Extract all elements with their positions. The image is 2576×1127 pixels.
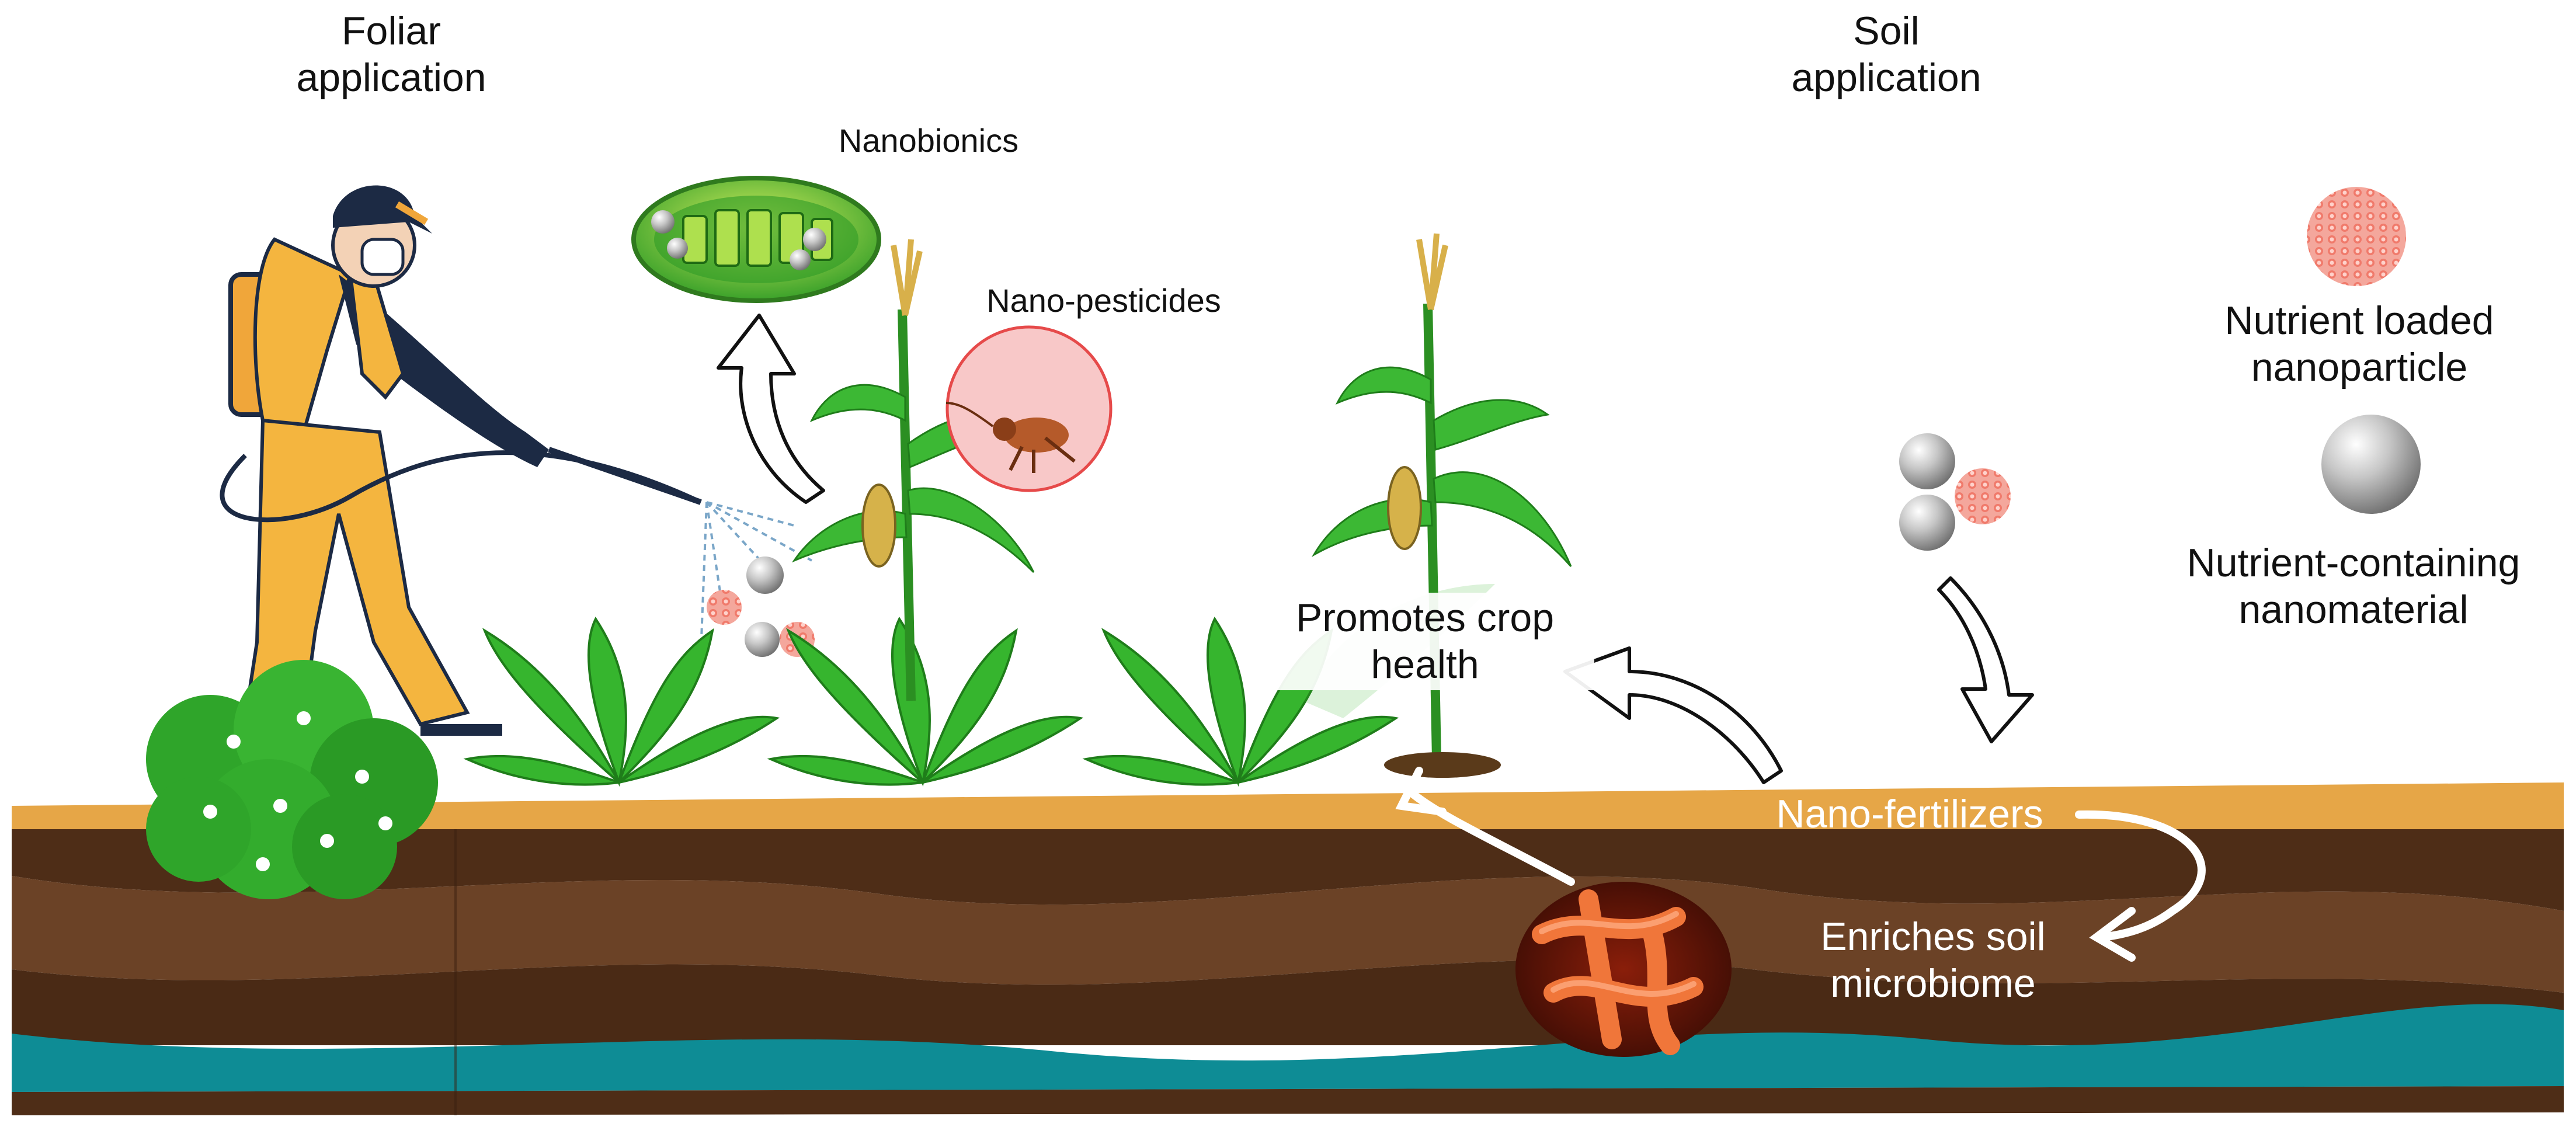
promotes-crop-health-label: Promotes crop health	[1256, 593, 1594, 691]
soil-layer-1	[12, 829, 2564, 911]
nano-pesticides-label: Nano-pesticides	[986, 282, 1221, 319]
soil-title-line1: Soil	[1853, 9, 1920, 53]
arrow-icon	[1937, 576, 2034, 743]
corn-plant-icon	[1311, 233, 1572, 778]
arrow-icon	[717, 314, 825, 504]
soil-layer-3	[12, 959, 2564, 1045]
arrow-icon	[1563, 646, 1783, 784]
nanomaterial-sphere-icon	[2321, 415, 2421, 514]
legend-nutrient-containing-line2: nanomaterial	[2238, 587, 2469, 632]
enriches-soil-microbiome-label: Enriches soil microbiome	[1775, 914, 2091, 1007]
nanoparticle-icon	[2307, 187, 2406, 286]
soil-title: Soil application	[1746, 8, 2026, 101]
foliar-title-line2: application	[296, 55, 486, 100]
fern-plant-icon	[463, 617, 780, 787]
arrow-icon	[2075, 810, 2206, 962]
farmer-sprayer-icon	[220, 185, 702, 736]
promotes-line1: Promotes crop	[1295, 596, 1555, 640]
bush-icon	[146, 660, 438, 899]
nanomaterial-sphere-icon	[745, 622, 780, 657]
nanomaterial-sphere-icon	[746, 556, 784, 594]
fern-plant-icon	[1082, 617, 1399, 787]
nano-fertilizers-label: Nano-fertilizers	[1776, 792, 2043, 836]
legend-nutrient-loaded-line1: Nutrient loaded	[2224, 298, 2494, 343]
cricket-insect-icon	[945, 325, 1113, 492]
chloroplast-icon	[631, 176, 881, 303]
topsoil-surface	[12, 782, 2564, 829]
nanobionics-label: Nanobionics	[838, 122, 1019, 159]
fern-plant-icon	[767, 617, 1084, 787]
legend-nutrient-loaded: Nutrient loaded nanoparticle	[2161, 298, 2558, 391]
legend-nutrient-containing: Nutrient-containing nanomaterial	[2137, 540, 2570, 633]
groundwater-layer	[12, 1004, 2564, 1092]
foliar-title: Foliar application	[257, 8, 526, 101]
soil-title-line2: application	[1791, 55, 1981, 100]
arrow-icon	[1395, 767, 1575, 886]
soil-cross-section	[12, 782, 2564, 1115]
legend-nutrient-loaded-line2: nanoparticle	[2251, 345, 2468, 389]
nanoparticle-icon	[1955, 468, 2011, 524]
legend-nutrient-containing-line1: Nutrient-containing	[2186, 541, 2521, 585]
enriches-line2: microbiome	[1830, 961, 2036, 1006]
promotes-line2: health	[1371, 642, 1479, 687]
bacteria-icon	[1515, 882, 1732, 1057]
enriches-line1: Enriches soil	[1820, 914, 2046, 959]
soil-nanoparticles	[1899, 433, 2011, 551]
soil-layer-2	[12, 876, 2564, 993]
nanomaterial-sphere-icon	[1899, 433, 1955, 489]
nanoparticle-icon	[707, 590, 742, 625]
bottom-layer	[12, 1086, 2564, 1115]
nanomaterial-sphere-icon	[1899, 495, 1955, 551]
foliar-title-line1: Foliar	[341, 9, 441, 53]
